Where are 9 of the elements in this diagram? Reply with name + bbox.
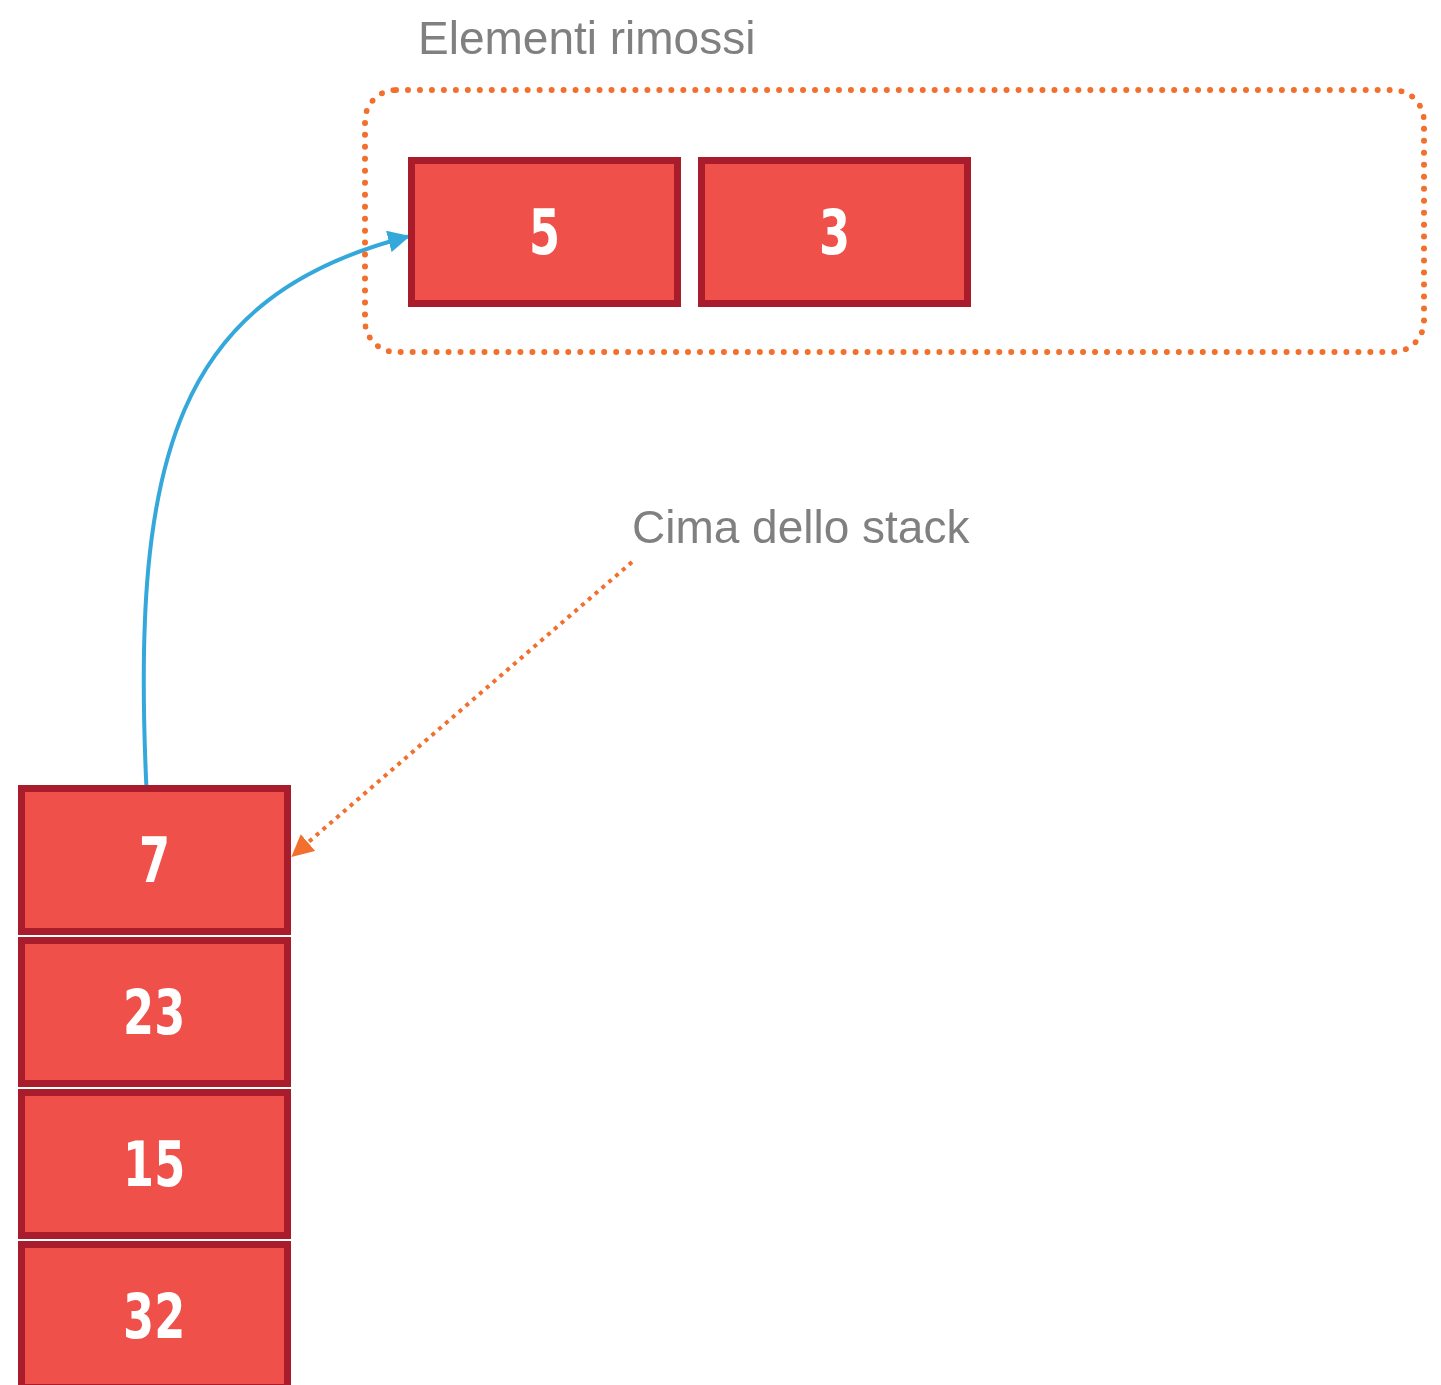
stack-element-box: 32 xyxy=(18,1241,291,1385)
group-heading: Elementi rimossi xyxy=(418,11,756,65)
dotted-leader-arrow xyxy=(291,560,634,857)
stack-element-box: 5 xyxy=(408,157,681,307)
annotation-text: Cima dello stack xyxy=(632,500,970,554)
stack-element-box: 7 xyxy=(18,785,291,935)
stack-element-box: 3 xyxy=(698,157,971,307)
stack-element-box: 23 xyxy=(18,937,291,1087)
stack-element-box: 15 xyxy=(18,1089,291,1239)
